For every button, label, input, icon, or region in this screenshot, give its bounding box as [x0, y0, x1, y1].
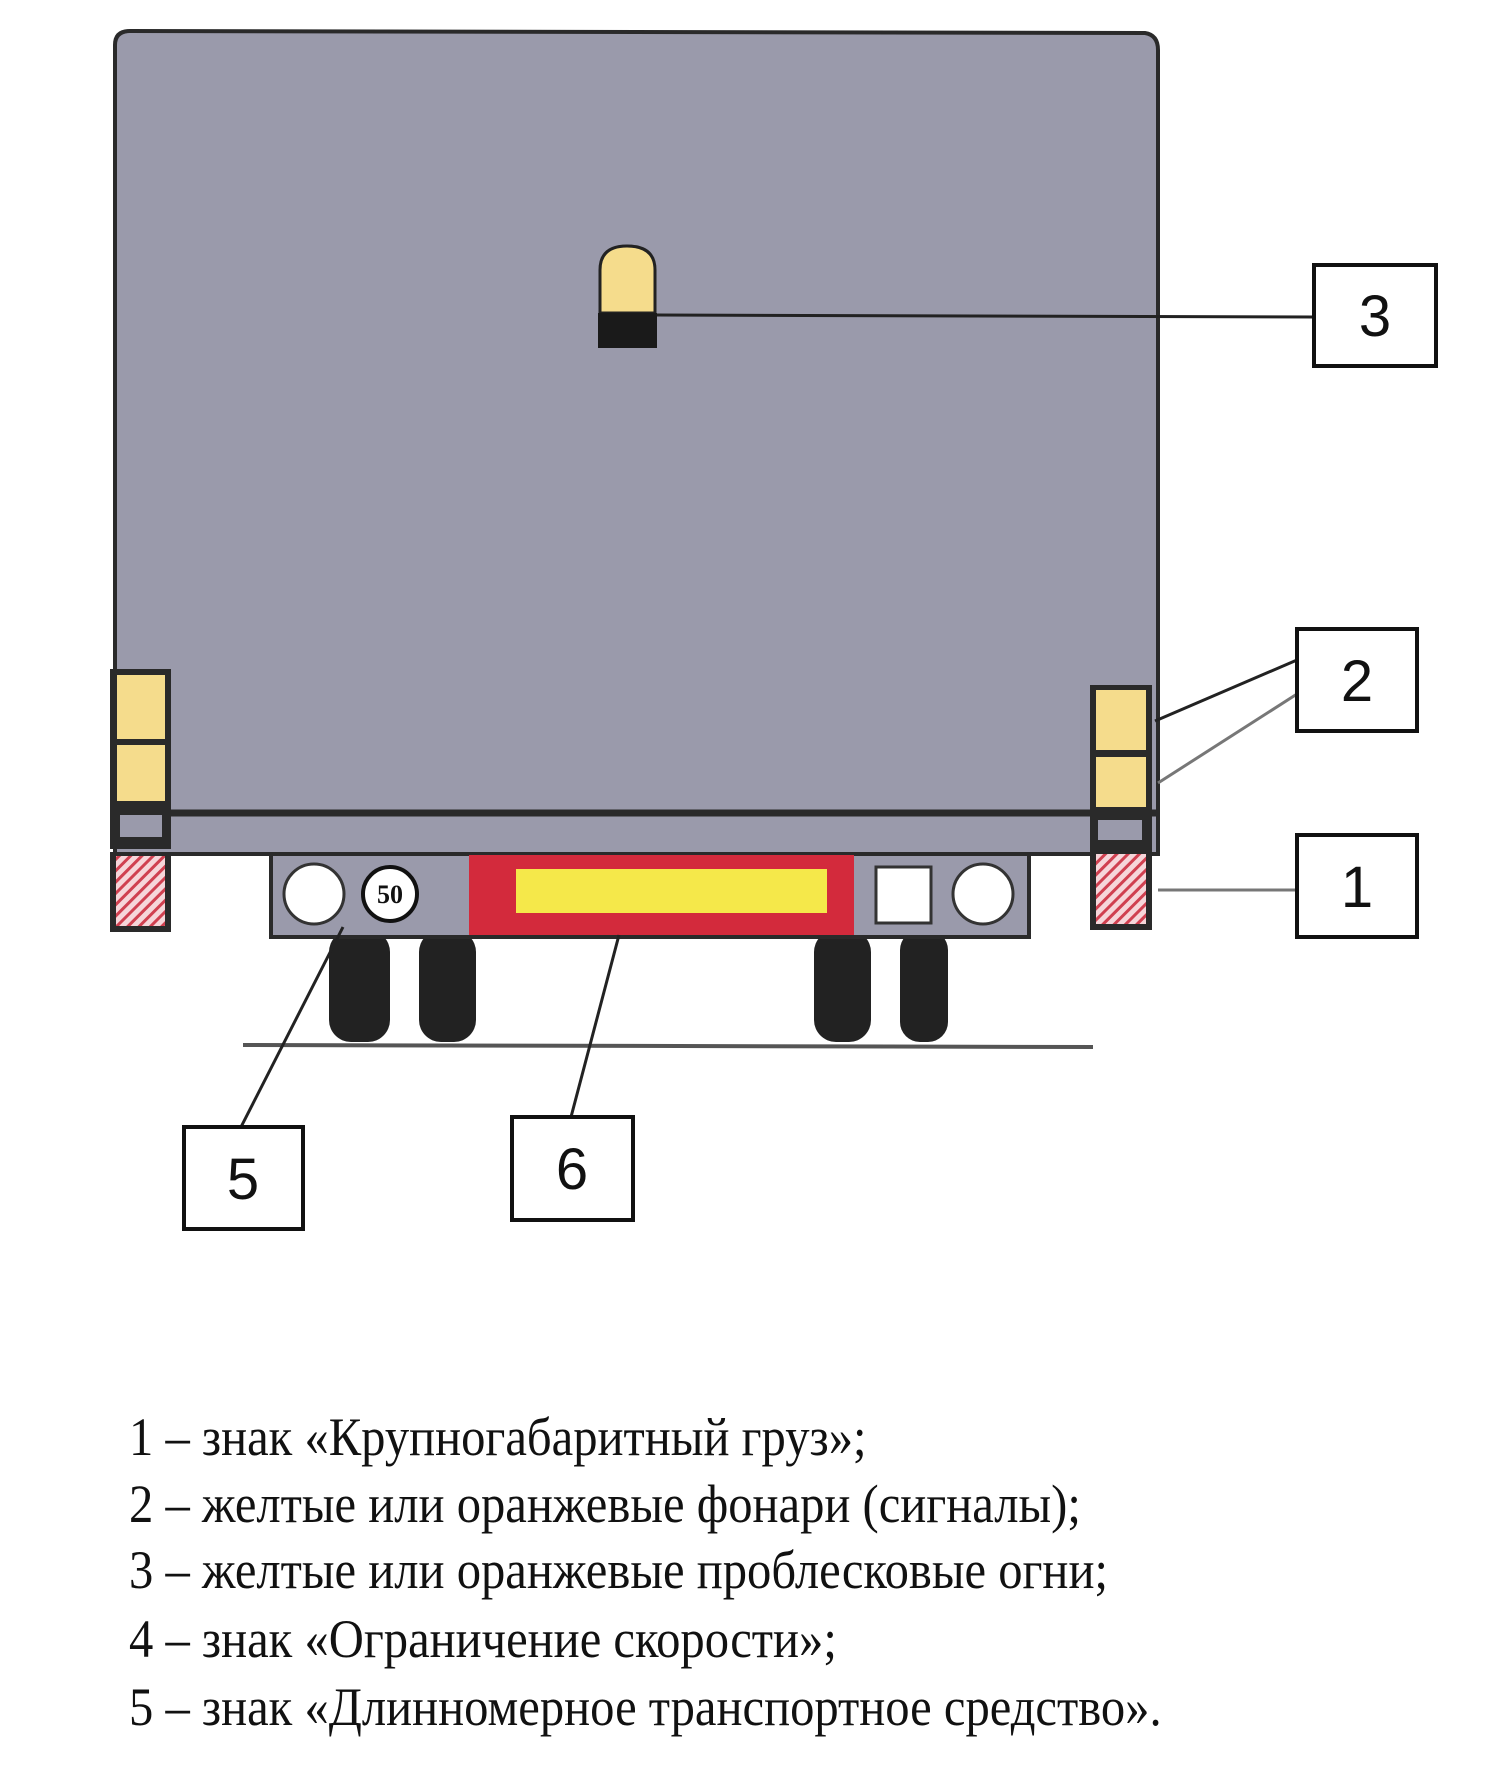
beacon-light [598, 244, 657, 348]
legend-item-1: 1 – знак «Крупногабаритный груз»; [129, 1407, 867, 1467]
legend-item-3: 3 – желтые или оранжевые проблесковые ог… [129, 1540, 1108, 1600]
truck-body [113, 28, 1160, 856]
svg-text:50: 50 [377, 880, 403, 909]
svg-text:6: 6 [556, 1137, 588, 1202]
ground-line [242, 1043, 1094, 1049]
svg-text:3: 3 [1359, 284, 1391, 349]
truck-rear-diagram: 50 1 2 3 5 6 [110, 28, 1438, 1231]
callout-5: 5 [182, 1125, 305, 1231]
wheels [329, 930, 948, 1042]
right-side-lights [1090, 685, 1152, 930]
left-rear-lamp [282, 862, 346, 926]
legend-item-4: 4 – знак «Ограничение скорости»; [129, 1609, 837, 1669]
legend-item-2: 2 – желтые или оранжевые фонари (сигналы… [129, 1474, 1081, 1534]
callout-3: 3 [1312, 263, 1438, 368]
callout-2: 2 [1295, 627, 1419, 733]
left-side-lights [110, 669, 171, 932]
left-oversize-sign [116, 856, 165, 926]
svg-text:5: 5 [227, 1147, 259, 1212]
leader-lines [239, 313, 1315, 1128]
svg-text:1: 1 [1341, 855, 1373, 920]
license-plate-lamp [874, 865, 933, 925]
legend-item-5: 5 – знак «Длинномерное транспортное сред… [129, 1677, 1162, 1737]
svg-text:2: 2 [1341, 649, 1373, 714]
callout-1: 1 [1295, 833, 1419, 939]
right-rear-lamp [951, 862, 1015, 926]
speed-limit-sign: 50 [361, 865, 419, 923]
right-oversize-sign [1096, 854, 1146, 924]
long-vehicle-plate [469, 855, 854, 935]
callout-6: 6 [510, 1115, 635, 1222]
